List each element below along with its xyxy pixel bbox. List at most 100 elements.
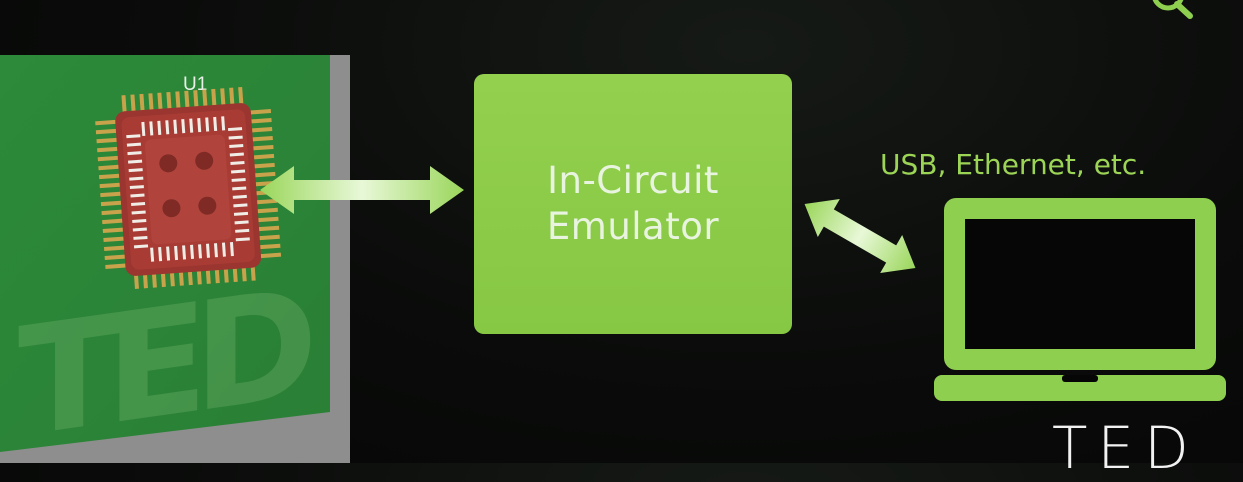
- chip-contact: [230, 161, 245, 165]
- chip-contact: [231, 177, 246, 182]
- chip-contact: [181, 119, 186, 134]
- chip-contact: [213, 116, 218, 132]
- chip-contact: [129, 176, 144, 181]
- chip-contact: [189, 118, 194, 133]
- emulator-label-line2: Emulator: [546, 205, 720, 248]
- chip-contact: [133, 244, 149, 249]
- chip-pin: [258, 252, 282, 259]
- chip-contact: [232, 194, 247, 199]
- chip-contact: [190, 244, 195, 259]
- chip-pin: [229, 87, 235, 106]
- chip-pin: [248, 109, 272, 115]
- chip-contact: [158, 247, 163, 262]
- chip-contact: [233, 203, 248, 208]
- chip-contact: [173, 119, 178, 134]
- chip-pin: [95, 119, 118, 126]
- chip-contact: [228, 135, 243, 140]
- chip-contact: [182, 245, 187, 260]
- chip-contact: [157, 120, 162, 135]
- chip-contact: [126, 134, 141, 139]
- chip-contact: [132, 218, 147, 223]
- double-arrow-icon: [260, 166, 464, 214]
- chip-pin: [98, 164, 121, 171]
- chip-contact: [130, 193, 145, 198]
- chip-contact: [149, 121, 154, 136]
- chip-pin: [166, 92, 172, 111]
- chip-pin: [98, 173, 122, 180]
- chip-pin: [175, 91, 181, 110]
- chip-contact: [229, 241, 234, 257]
- chip-pin: [253, 171, 276, 178]
- chip-contact: [229, 152, 244, 157]
- chip-contact: [198, 244, 203, 259]
- chip-pin: [103, 245, 127, 251]
- chip-pin: [211, 88, 217, 108]
- chip-label: U1: [183, 74, 207, 95]
- chip-pins: [95, 86, 282, 289]
- chip-pin: [255, 207, 278, 214]
- chip-pin: [139, 93, 145, 113]
- chip-contact: [205, 117, 210, 132]
- chip-contact: [232, 186, 247, 191]
- chip-contact: [230, 169, 246, 174]
- chip-pin: [130, 94, 136, 113]
- chip-pin: [103, 236, 126, 243]
- chip-pin: [251, 144, 274, 151]
- chip-contact: [213, 243, 218, 258]
- chip-pin: [202, 89, 208, 108]
- chip-contact: [233, 211, 249, 216]
- emulator-label: In-Circuit Emulator: [474, 74, 792, 334]
- chip-icon: [95, 86, 282, 289]
- chip-pin: [99, 182, 122, 189]
- chip-pin: [250, 135, 273, 142]
- chip-pin: [102, 227, 125, 234]
- chip-contact: [129, 185, 144, 190]
- chip-pin: [96, 137, 119, 144]
- svg-text:TED: TED: [18, 254, 318, 463]
- chip-pin: [256, 225, 280, 232]
- chip-contact: [235, 237, 250, 242]
- chip-pin: [101, 209, 124, 216]
- chip-contact: [197, 117, 202, 133]
- chip-contact: [128, 159, 143, 164]
- chip-pin: [121, 95, 127, 114]
- chip-contact: [165, 120, 170, 135]
- chip-pin: [100, 200, 124, 207]
- chip-pin: [97, 155, 120, 162]
- magnifier-icon: [1152, 0, 1193, 19]
- chip-contact: [133, 235, 148, 240]
- ted-logo: TED: [1052, 414, 1199, 482]
- chip-pin: [193, 90, 199, 109]
- chip-pin: [238, 86, 244, 106]
- chip-pin: [249, 118, 272, 124]
- chip-pin: [255, 198, 278, 205]
- chip-contact: [221, 116, 226, 131]
- chip-pin: [95, 128, 119, 135]
- emulator-box: [474, 74, 792, 334]
- chip-contact: [166, 246, 171, 261]
- chip-pin: [148, 93, 154, 112]
- chip-contact: [174, 245, 179, 261]
- laptop-icon: [934, 198, 1226, 401]
- board-watermark: TED: [18, 254, 318, 463]
- chip-contact: [128, 168, 143, 173]
- chip-pin: [251, 153, 275, 160]
- chip-pin: [257, 234, 280, 241]
- chip-pin: [157, 92, 163, 111]
- chip-contact: [130, 202, 146, 207]
- chip-pin: [105, 263, 128, 269]
- chip-contact: [234, 220, 249, 225]
- chip-pin: [252, 162, 275, 169]
- chip-contact: [150, 247, 155, 262]
- chip-contact: [126, 142, 142, 147]
- chip-pin: [220, 88, 226, 107]
- chip-pin: [258, 243, 281, 250]
- chip-contact: [229, 144, 244, 149]
- chip-contact: [227, 127, 243, 132]
- chip-pin: [102, 218, 125, 225]
- chip-pin: [250, 126, 273, 133]
- chip-pin: [104, 254, 127, 260]
- connection-label: USB, Ethernet, etc.: [880, 148, 1147, 181]
- chip-contact: [235, 228, 250, 233]
- double-arrow-icon-right: [804, 198, 916, 274]
